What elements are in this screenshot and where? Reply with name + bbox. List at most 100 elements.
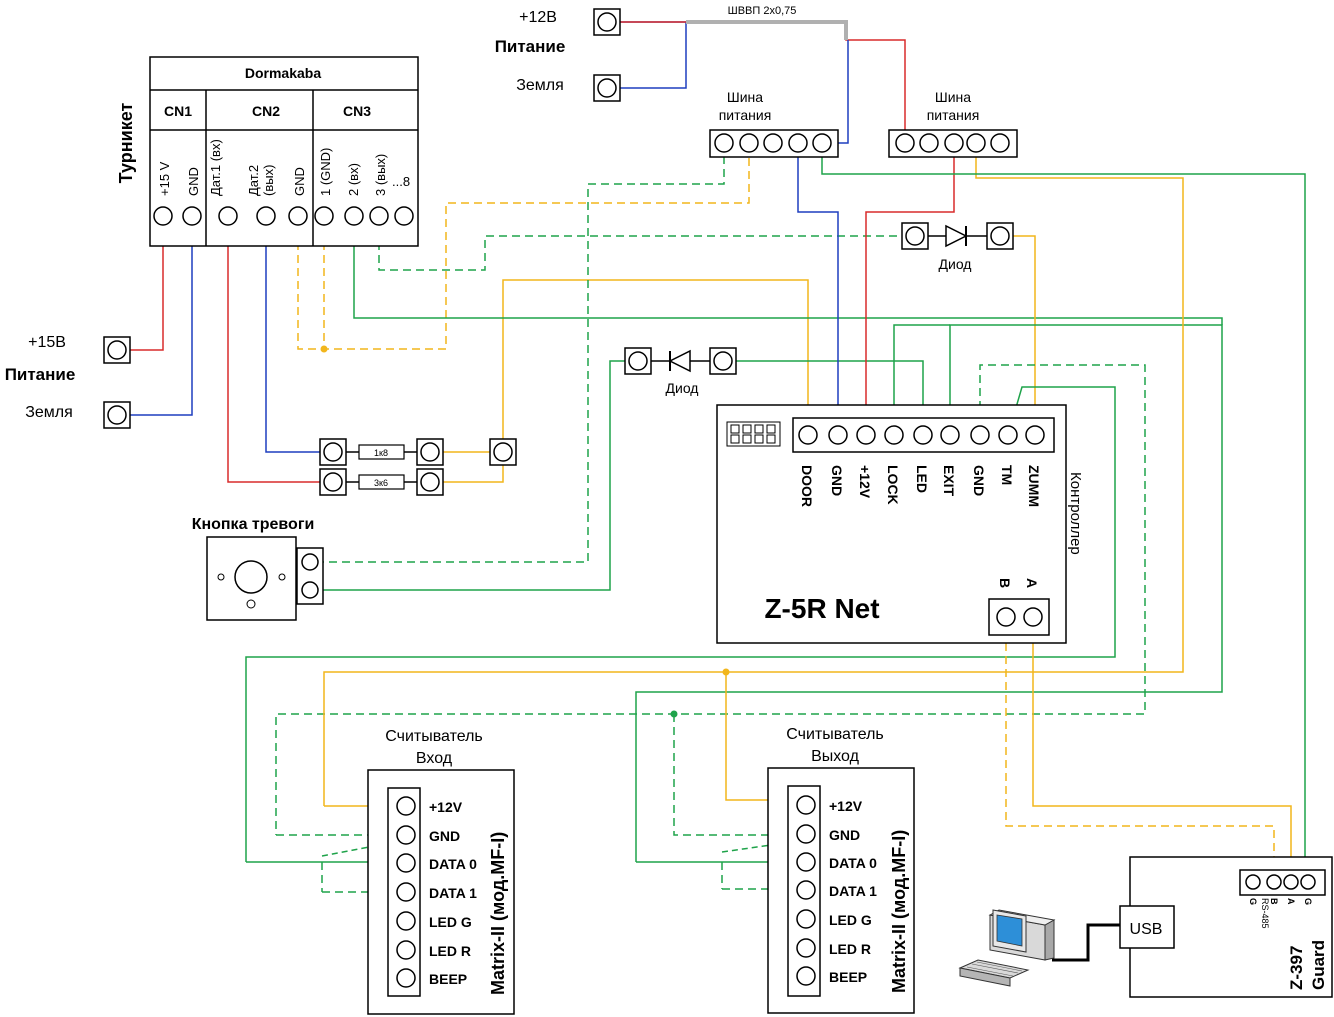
turnstile-brand: Dormakaba	[245, 65, 321, 81]
guard-pin-b: B	[1269, 898, 1279, 905]
ctrl-pin-gnd1: GND	[829, 465, 845, 496]
guard-name2: Guard	[1309, 940, 1328, 990]
terminal-ground	[593, 74, 621, 102]
ctrl-pin-door: DOOR	[799, 465, 815, 507]
guard-pin-g1: G	[1248, 898, 1258, 905]
cable-label: ШВВП 2х0,75	[728, 5, 797, 17]
reader-in: Считыватель Вход +12V GND DATA 0 DATA 1 …	[367, 728, 515, 1015]
guard-rs-label: RS-485	[1260, 898, 1270, 929]
wire-cn3-pin3	[378, 216, 915, 271]
ctrl-pin-exit: EXIT	[941, 465, 957, 497]
power-top: +12В Питание Земля ШВВП 2х0,75	[495, 5, 797, 102]
terminal-15v	[103, 336, 131, 364]
reader-in-subtitle: Вход	[416, 750, 453, 767]
guard-pin-g2: G	[1303, 898, 1313, 905]
ctrl-rs-b: B	[997, 578, 1013, 588]
reader-in-pin-data0: DATA 0	[429, 856, 477, 872]
cable-shvvp	[686, 20, 848, 40]
wire-reader-12v	[323, 143, 1184, 806]
wires	[130, 20, 1306, 962]
power-top-title: Питание	[495, 37, 566, 56]
wire-lock	[893, 324, 950, 435]
bus2: Шина питания	[888, 89, 1018, 158]
pin-gnd1: GND	[186, 167, 201, 196]
pin-cn3-3: 3 (вых)	[373, 154, 388, 196]
power-top-ground: Земля	[516, 77, 564, 94]
bus1-label1: Шина	[727, 89, 763, 105]
reader-out-pin-beep: BEEP	[829, 969, 867, 985]
ctrl-pin-lock: LOCK	[885, 465, 901, 505]
reader-out-pin-12v: +12V	[829, 798, 863, 814]
power-left-ground: Земля	[25, 404, 73, 421]
usb-label: USB	[1130, 921, 1163, 938]
diode-2: Диод	[624, 347, 737, 396]
wire-door	[502, 279, 809, 452]
connector-cn1: CN1	[164, 103, 192, 119]
reader-out-model: Matrix-II (мод.MF-I)	[889, 830, 909, 993]
power-left-title: Питание	[5, 365, 76, 384]
reader-in-pin-ledg: LED G	[429, 914, 472, 930]
wire-gnd-to-bus1	[822, 40, 849, 144]
wire-tm	[245, 386, 1116, 862]
resistor-3k6-label: 3к6	[374, 478, 388, 488]
power-top-voltage: +12В	[519, 9, 557, 26]
ctrl-pin-tm: TM	[999, 465, 1015, 485]
reader-out-pin-gnd: GND	[829, 827, 860, 843]
pin-sensor1: Дат.1 (вх)	[208, 139, 223, 196]
reader-out-pin-ledg: LED G	[829, 912, 872, 928]
bus2-label1: Шина	[935, 89, 971, 105]
reader-out-pin-ledr: LED R	[829, 941, 871, 957]
diode-1: Диод	[901, 222, 1014, 272]
resistor-1k8-label: 1к8	[374, 448, 388, 458]
turnstile-side-label: Турникет	[116, 103, 136, 184]
power-left-voltage: +15В	[28, 334, 66, 351]
pin-gnd2: GND	[292, 167, 307, 196]
reader-out-subtitle: Выход	[811, 748, 860, 765]
power-left: +15В Питание Земля	[5, 334, 131, 429]
wire-cn3-pin2	[353, 216, 1223, 325]
ctrl-pin-led: LED	[914, 465, 930, 493]
reader-out-pin-data0: DATA 0	[829, 855, 877, 871]
alarm-button-icon	[234, 560, 268, 594]
pin-cn3-8: ...8	[392, 174, 410, 189]
diode1-label: Диод	[939, 256, 972, 272]
guard-pin-a: A	[1286, 898, 1296, 905]
usb-port	[1119, 905, 1175, 949]
wire-gnd-dashed	[297, 143, 750, 350]
wire-top-ground	[620, 21, 687, 89]
wire-rs485-b	[1005, 617, 1275, 882]
controller-side-label: Контроллер	[1067, 472, 1084, 555]
ctrl-pin-zumm: ZUMM	[1026, 465, 1042, 507]
reader-in-pin-beep: BEEP	[429, 971, 467, 987]
wire-guard-g	[821, 143, 1306, 882]
pin-cn3-1: 1 (GND)	[318, 148, 333, 196]
bus2-label2: питания	[927, 107, 980, 123]
pin-cn3-2: 2 (вх)	[346, 163, 361, 196]
wire-ctrl-12v	[865, 143, 955, 435]
turnstile: Турникет Dormakaba CN1 CN2 CN3 +15 V GND…	[116, 56, 419, 247]
bus1: Шина питания	[709, 89, 839, 158]
wire-alarm-gnd	[322, 143, 725, 563]
wire-exit	[635, 324, 1223, 862]
wire-15v-ground	[130, 216, 193, 416]
key-icon	[246, 599, 256, 609]
wire-ctrl-gnd2	[275, 364, 1146, 835]
guard-name1: Z-397	[1287, 946, 1306, 990]
pin-sensor2: Дат.2 (вых)	[246, 164, 276, 196]
wire-alarm-exit	[322, 360, 638, 591]
diode2-label: Диод	[666, 380, 699, 396]
pin-15v: +15 V	[157, 161, 172, 196]
controller-name: Z-5R Net	[764, 593, 879, 624]
reader-out-title: Считыватель	[786, 726, 884, 743]
reader-in-title: Считыватель	[385, 728, 483, 745]
wire-12v-to-bus2	[686, 21, 906, 143]
computer-icon	[958, 909, 1056, 987]
wire-sensor1	[227, 216, 320, 483]
wire-sensor2	[265, 216, 320, 453]
reader-out: Считыватель Выход +12V GND DATA 0 DATA 1…	[767, 726, 915, 1014]
wire-ctrl-gnd	[797, 143, 839, 435]
terminal-12v	[593, 8, 621, 36]
bus1-label2: питания	[719, 107, 772, 123]
ctrl-rs-a: A	[1024, 578, 1040, 588]
ctrl-pin-gnd2: GND	[971, 465, 987, 496]
